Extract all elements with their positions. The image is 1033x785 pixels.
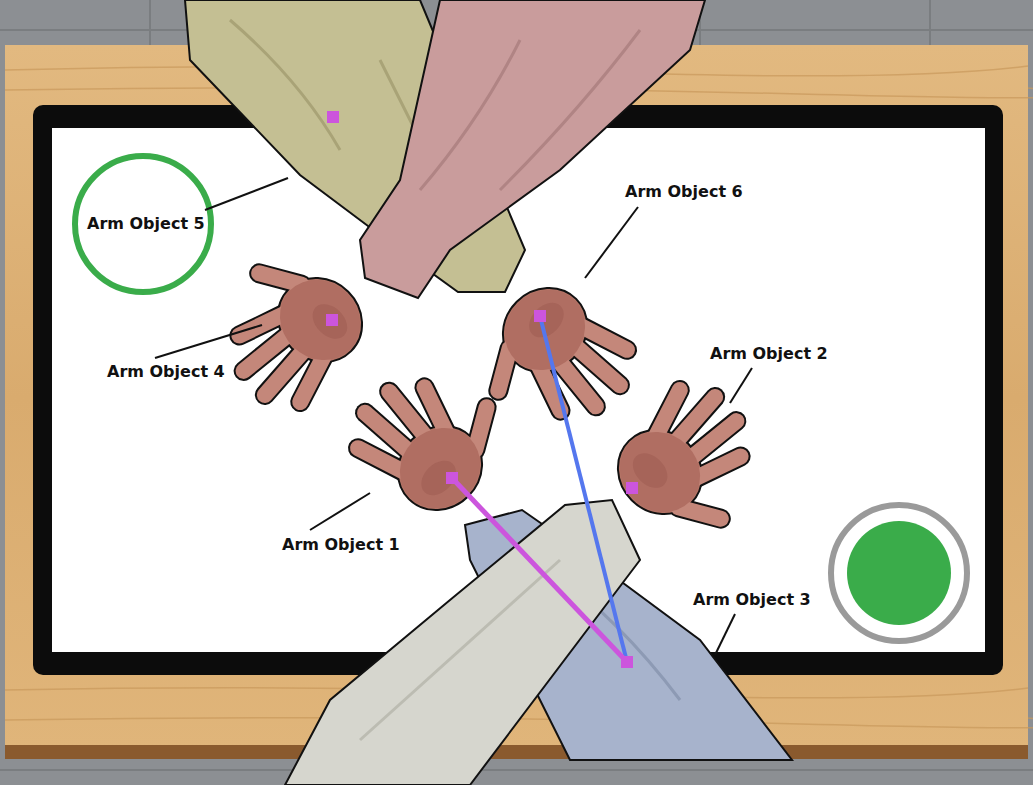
arm-label: Arm Object 5 <box>87 214 205 234</box>
hand <box>601 376 779 554</box>
arm-label: Arm Object 4 <box>107 362 225 382</box>
table-edge <box>5 745 1028 759</box>
green-button <box>847 521 951 625</box>
grey-ring <box>831 505 967 641</box>
arm-sleeve <box>360 0 705 298</box>
hand <box>201 238 379 416</box>
tracking-line <box>452 478 627 662</box>
tracking-points <box>326 111 638 668</box>
hand <box>344 349 522 527</box>
arm-label: Arm Object 3 <box>693 590 811 610</box>
sleeve-fold <box>360 560 560 740</box>
green-ring <box>75 156 211 292</box>
arm-label: Arm Object 2 <box>710 344 828 364</box>
leader-lines <box>155 178 752 655</box>
tracking-line <box>540 316 627 662</box>
arm-label: Arm Object 6 <box>625 182 743 202</box>
arm-label: Arm Object 1 <box>282 535 400 555</box>
sleeve-fold <box>420 30 640 190</box>
